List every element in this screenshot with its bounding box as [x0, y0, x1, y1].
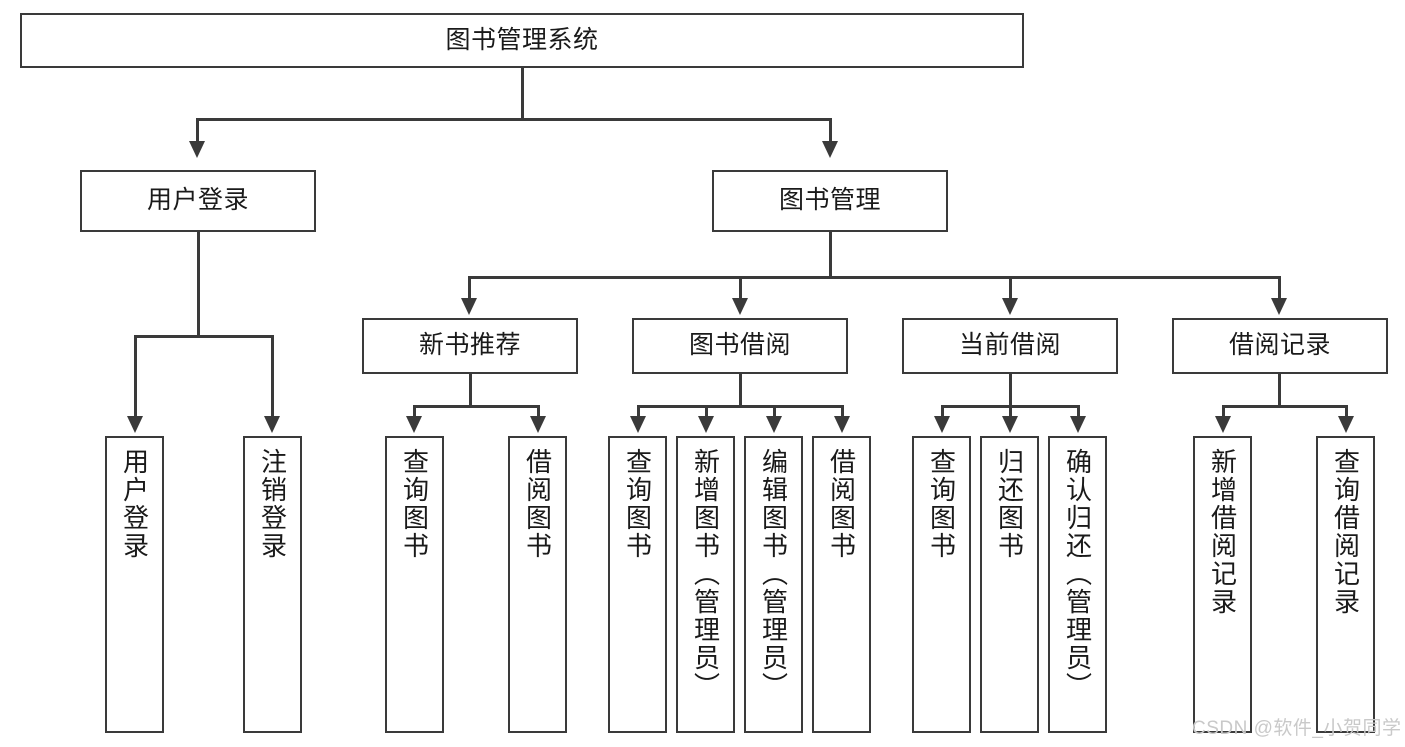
arrow-root-to-book-manage [822, 141, 838, 158]
node-current-borrow[interactable]: 当前借阅 [902, 318, 1118, 374]
connector-book-borrow-to-leaf-3 [773, 405, 776, 418]
connector-book-borrow-bus [637, 405, 844, 408]
node-label: 归还图书 [994, 448, 1025, 560]
leaf-query-book-new-rec[interactable]: 查询图书 [385, 436, 444, 733]
connector-borrow-record-bus [1222, 405, 1348, 408]
leaf-confirm-return-admin[interactable]: 确认归还（管理员） [1048, 436, 1107, 733]
arrow-book-borrow-to-leaf-4 [834, 416, 850, 433]
arrow-book-borrow-to-leaf-1 [630, 416, 646, 433]
node-label: 借阅图书 [522, 448, 553, 560]
leaf-add-borrow-record[interactable]: 新增借阅记录 [1193, 436, 1252, 733]
leaf-return-book[interactable]: 归还图书 [980, 436, 1039, 733]
connector-book-manage-to-borrow-record [1278, 276, 1281, 300]
connector-borrow-record-to-leaf-1 [1222, 405, 1225, 418]
node-label: 新书推荐 [418, 331, 521, 360]
arrow-book-manage-to-new-book [461, 298, 477, 315]
connector-book-manage-bus [468, 276, 1280, 279]
connector-book-borrow-to-leaf-2 [705, 405, 708, 418]
leaf-add-book-admin[interactable]: 新增图书（管理员） [676, 436, 735, 733]
node-label: 图书管理系统 [445, 25, 599, 54]
arrow-current-borrow-to-leaf-2 [1002, 416, 1018, 433]
leaf-borrow-book-borrow[interactable]: 借阅图书 [812, 436, 871, 733]
node-label: 图书管理 [778, 186, 881, 215]
connector-new-book-to-leaf-2 [537, 405, 540, 418]
connector-book-manage-to-new-book [468, 276, 471, 300]
node-new-book-recommendation[interactable]: 新书推荐 [362, 318, 578, 374]
connector-book-borrow-to-leaf-1 [637, 405, 640, 418]
connector-new-book-to-leaf-1 [413, 405, 416, 418]
leaf-query-book-current[interactable]: 查询图书 [912, 436, 971, 733]
arrow-book-manage-to-book-borrow [732, 298, 748, 315]
connector-root-to-user-login [196, 118, 199, 143]
arrow-current-borrow-to-leaf-3 [1070, 416, 1086, 433]
arrow-book-manage-to-borrow-record [1271, 298, 1287, 315]
arrow-user-login-to-leaf-2 [264, 416, 280, 433]
leaf-borrow-book-new-rec[interactable]: 借阅图书 [508, 436, 567, 733]
leaf-edit-book-admin[interactable]: 编辑图书（管理员） [744, 436, 803, 733]
arrow-borrow-record-to-leaf-2 [1338, 416, 1354, 433]
connector-book-manage-to-book-borrow [739, 276, 742, 300]
node-label: 借阅记录 [1228, 331, 1331, 360]
arrow-new-book-to-leaf-2 [530, 416, 546, 433]
connector-user-login-to-leaf-1 [134, 335, 137, 418]
connector-current-borrow-to-leaf-2 [1009, 405, 1012, 418]
connector-user-login-bus [134, 335, 274, 338]
node-user-login[interactable]: 用户登录 [80, 170, 316, 232]
node-borrow-record[interactable]: 借阅记录 [1172, 318, 1388, 374]
node-label: 用户登录 [119, 448, 150, 560]
leaf-query-borrow-record[interactable]: 查询借阅记录 [1316, 436, 1375, 733]
node-root-book-management-system[interactable]: 图书管理系统 [20, 13, 1024, 68]
node-label: 用户登录 [146, 186, 249, 215]
connector-root-stem [521, 68, 524, 120]
node-label: 图书借阅 [688, 331, 791, 360]
connector-borrow-record-to-leaf-2 [1345, 405, 1348, 418]
node-label: 查询借阅记录 [1330, 448, 1361, 616]
connector-user-login-to-leaf-2 [271, 335, 274, 418]
node-book-management[interactable]: 图书管理 [712, 170, 948, 232]
leaf-query-book-borrow[interactable]: 查询图书 [608, 436, 667, 733]
node-label: 新增图书（管理员） [690, 448, 721, 700]
node-label: 查询图书 [622, 448, 653, 560]
arrow-current-borrow-to-leaf-1 [934, 416, 950, 433]
node-book-borrow[interactable]: 图书借阅 [632, 318, 848, 374]
connector-borrow-record-stem [1278, 374, 1281, 407]
node-label: 当前借阅 [958, 331, 1061, 360]
node-label: 新增借阅记录 [1207, 448, 1238, 616]
connector-root-bus [196, 118, 832, 121]
arrow-book-borrow-to-leaf-2 [698, 416, 714, 433]
connector-user-login-stem [197, 232, 200, 337]
node-label: 确认归还（管理员） [1062, 448, 1093, 700]
connector-current-borrow-to-leaf-3 [1077, 405, 1080, 418]
connector-new-book-bus [413, 405, 540, 408]
arrow-borrow-record-to-leaf-1 [1215, 416, 1231, 433]
node-label: 查询图书 [399, 448, 430, 560]
node-label: 编辑图书（管理员） [758, 448, 789, 700]
leaf-logout[interactable]: 注销登录 [243, 436, 302, 733]
connector-book-manage-to-current-borrow [1009, 276, 1012, 300]
arrow-root-to-user-login [189, 141, 205, 158]
arrow-book-borrow-to-leaf-3 [766, 416, 782, 433]
node-label: 查询图书 [926, 448, 957, 560]
node-label: 注销登录 [257, 448, 288, 560]
connector-book-borrow-stem [739, 374, 742, 407]
arrow-new-book-to-leaf-1 [406, 416, 422, 433]
node-label: 借阅图书 [826, 448, 857, 560]
watermark: CSDN @软件_小贺同学 [1192, 718, 1402, 739]
arrow-user-login-to-leaf-1 [127, 416, 143, 433]
connector-book-manage-stem [829, 232, 832, 278]
connector-current-borrow-stem [1009, 374, 1012, 407]
connector-current-borrow-to-leaf-1 [941, 405, 944, 418]
connector-book-borrow-to-leaf-4 [841, 405, 844, 418]
connector-new-book-stem [469, 374, 472, 407]
leaf-user-login[interactable]: 用户登录 [105, 436, 164, 733]
arrow-book-manage-to-current-borrow [1002, 298, 1018, 315]
connector-root-to-book-manage [829, 118, 832, 143]
